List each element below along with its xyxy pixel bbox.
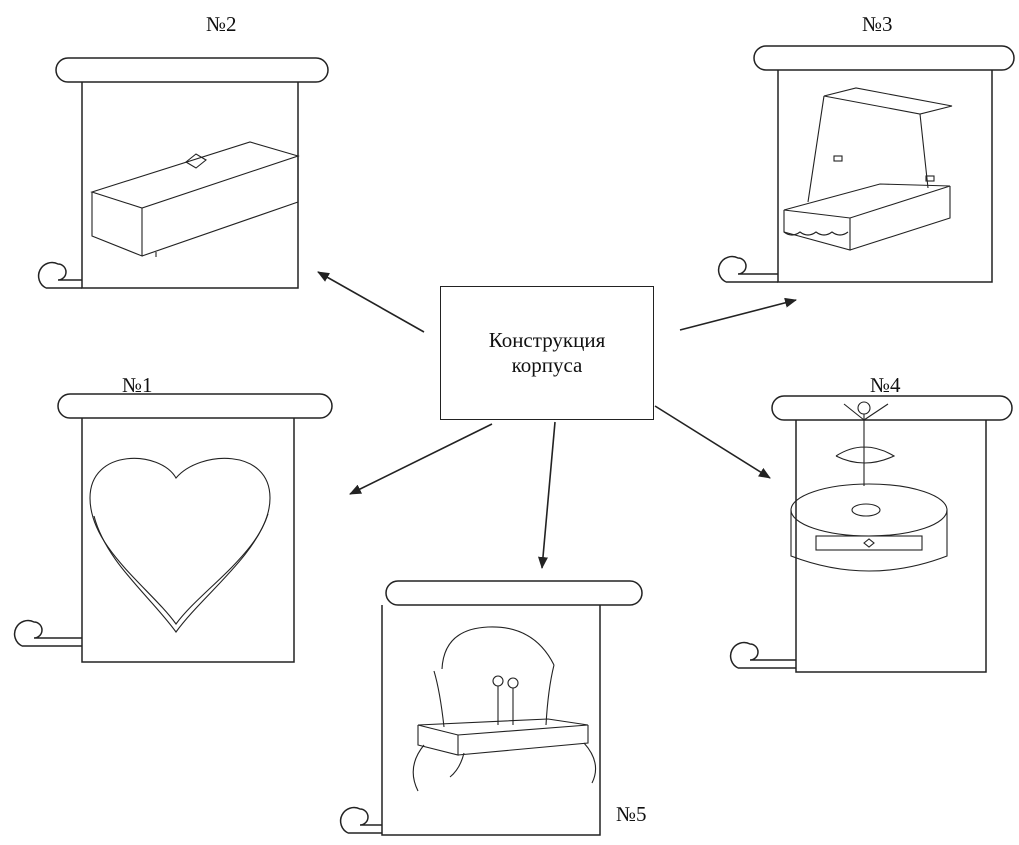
rectangular-box-icon <box>90 141 300 257</box>
arrow-to-scroll-3 <box>679 297 797 331</box>
open-box-icon <box>783 87 953 251</box>
scroll-3 <box>717 45 1015 283</box>
scroll-5 <box>339 580 643 836</box>
center-concept-box: Конструкция корпуса <box>440 286 654 420</box>
heart-box-icon <box>89 457 271 633</box>
ballerina-music-box-icon <box>790 401 948 572</box>
arrow-to-scroll-1 <box>349 423 493 495</box>
center-title-line1: Конструкция <box>488 327 606 352</box>
scroll-2-label: №2 <box>206 12 237 36</box>
scroll-4 <box>729 395 1013 673</box>
dancing-couple-music-box-icon <box>412 626 597 792</box>
scroll-1 <box>13 393 333 663</box>
scroll-1-label: №1 <box>122 373 153 397</box>
arrow-to-scroll-2 <box>317 271 425 333</box>
scroll-4-label: №4 <box>870 373 901 397</box>
arrow-to-scroll-5 <box>537 421 556 569</box>
arrows <box>317 271 797 569</box>
scroll-5-label: №5 <box>616 802 647 826</box>
scroll-3-label: №3 <box>862 12 893 36</box>
center-title-line2: корпуса <box>511 353 583 377</box>
arrow-to-scroll-4 <box>654 405 771 479</box>
scroll-2 <box>37 57 329 289</box>
